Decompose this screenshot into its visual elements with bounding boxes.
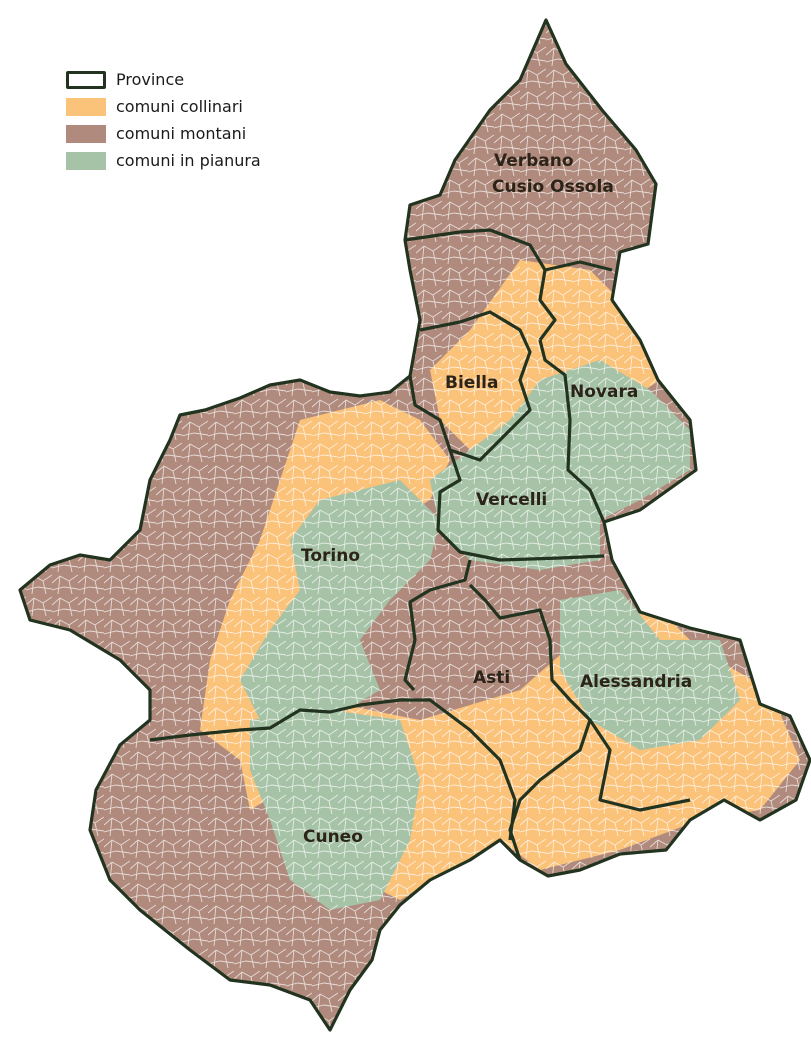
region-outline xyxy=(18,18,811,1032)
label-asti: Asti xyxy=(473,668,510,688)
label-biella: Biella xyxy=(445,373,498,393)
label-alessandria: Alessandria xyxy=(580,672,692,692)
province-labels: Verbano Cusio Ossola Biella Novara Verce… xyxy=(301,151,692,847)
border-vco-novara xyxy=(538,269,557,341)
legend-item-pianura: comuni in pianura xyxy=(66,147,261,174)
border-torino-cuneo xyxy=(149,698,517,841)
label-vco-line1: Verbano xyxy=(494,151,574,171)
border-vco xyxy=(404,228,613,272)
legend-item-province: Province xyxy=(66,66,261,93)
border-torino-asti xyxy=(403,559,472,692)
legend-label-pianura: comuni in pianura xyxy=(116,151,261,170)
label-torino: Torino xyxy=(301,546,360,566)
border-biella xyxy=(408,310,532,462)
border-alessandria-south xyxy=(588,719,691,812)
collinari-swatch xyxy=(66,97,106,116)
legend-label-collinari: comuni collinari xyxy=(116,97,243,116)
legend-label-province: Province xyxy=(116,70,185,89)
legend-label-montani: comuni montani xyxy=(116,124,247,143)
province-borders xyxy=(18,18,811,1032)
border-novara-vercelli xyxy=(538,339,606,523)
legend-item-montani: comuni montani xyxy=(66,120,261,147)
pianura-swatch xyxy=(66,151,106,170)
border-vercelli-torino xyxy=(436,449,605,562)
province-swatch xyxy=(66,70,106,89)
map-legend: Province comuni collinari comuni montani… xyxy=(66,66,261,174)
label-cuneo: Cuneo xyxy=(303,827,363,847)
legend-item-collinari: comuni collinari xyxy=(66,93,261,120)
label-vco-line2: Cusio Ossola xyxy=(492,177,614,197)
label-novara: Novara xyxy=(570,382,638,402)
label-vercelli: Vercelli xyxy=(476,490,547,510)
montani-swatch xyxy=(66,124,106,143)
border-asti-alessandria xyxy=(468,583,592,861)
